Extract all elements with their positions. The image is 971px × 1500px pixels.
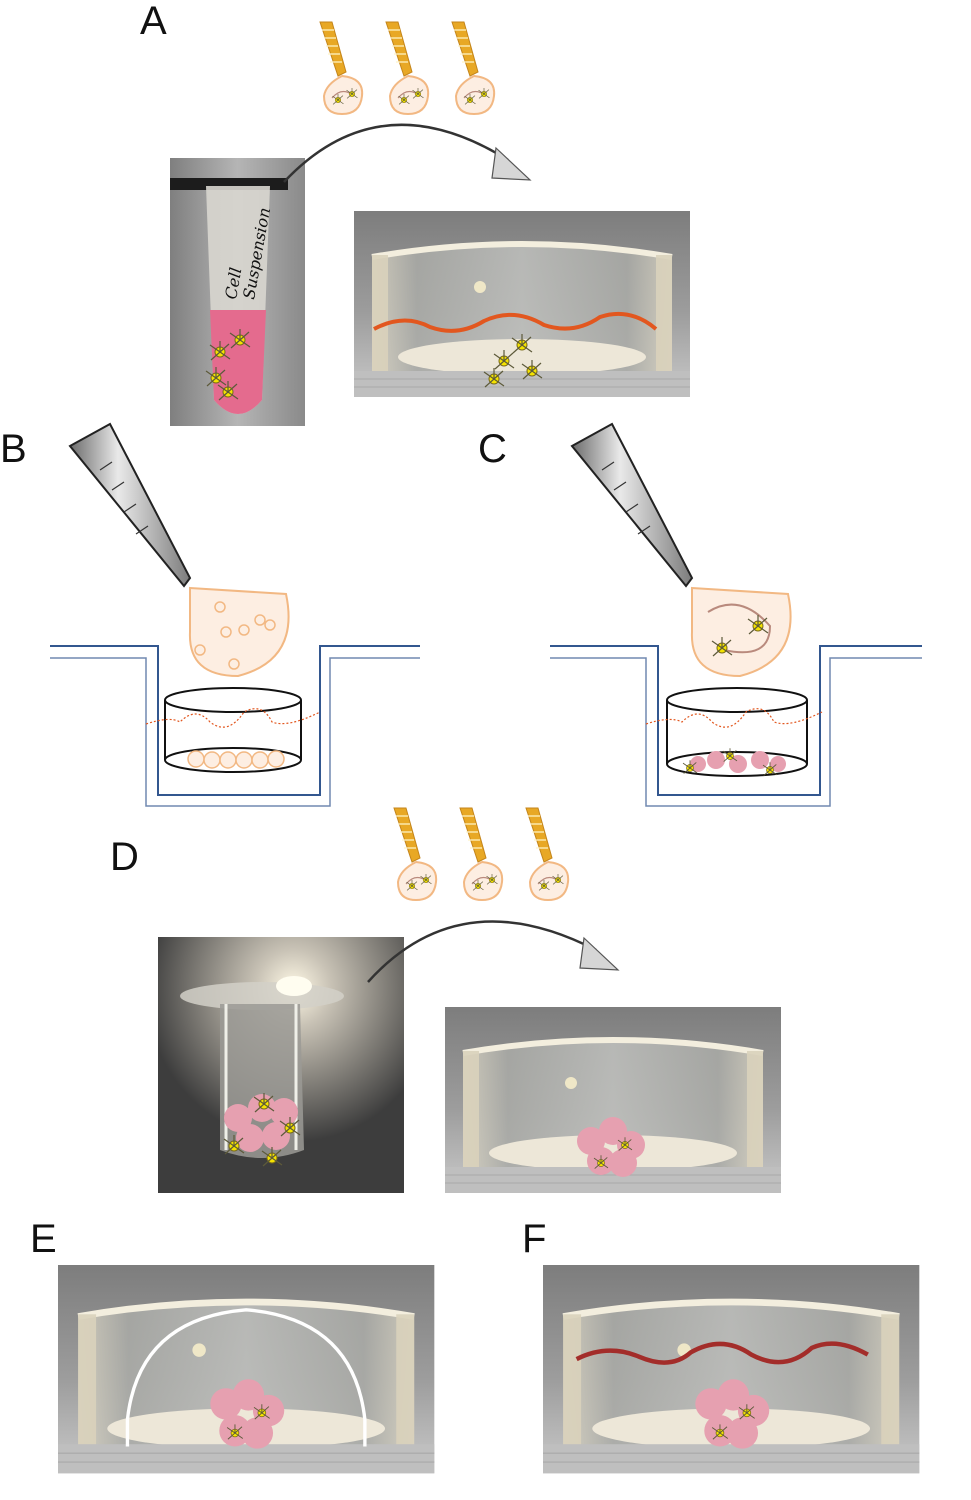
culture-insert-icon bbox=[50, 645, 420, 807]
cell-suspension-tube-photo: Cell Suspension bbox=[170, 158, 305, 426]
curved-arrow-icon bbox=[367, 920, 620, 983]
multichannel-pipette-icon bbox=[394, 808, 568, 900]
curved-arrow-icon bbox=[283, 123, 532, 183]
panel-label-b: B bbox=[0, 427, 27, 471]
dish-photo-f bbox=[543, 1265, 919, 1473]
panel-label-c: C bbox=[478, 427, 507, 471]
panel-label-f: F bbox=[522, 1217, 546, 1261]
multichannel-pipette-icon bbox=[320, 22, 494, 114]
droplet-b bbox=[188, 586, 290, 678]
culture-insert-icon bbox=[550, 645, 922, 807]
dish-photo-e bbox=[58, 1265, 434, 1473]
serological-pipette-icon bbox=[570, 422, 694, 588]
panel-label-d: D bbox=[110, 835, 139, 879]
droplet-c bbox=[690, 586, 792, 678]
panel-label-e: E bbox=[30, 1217, 57, 1261]
panel-label-a: A bbox=[140, 0, 167, 43]
insert-photo bbox=[158, 937, 404, 1193]
dish-photo-a bbox=[354, 211, 690, 397]
serological-pipette-icon bbox=[68, 422, 192, 588]
dish-photo-d bbox=[445, 1007, 781, 1193]
